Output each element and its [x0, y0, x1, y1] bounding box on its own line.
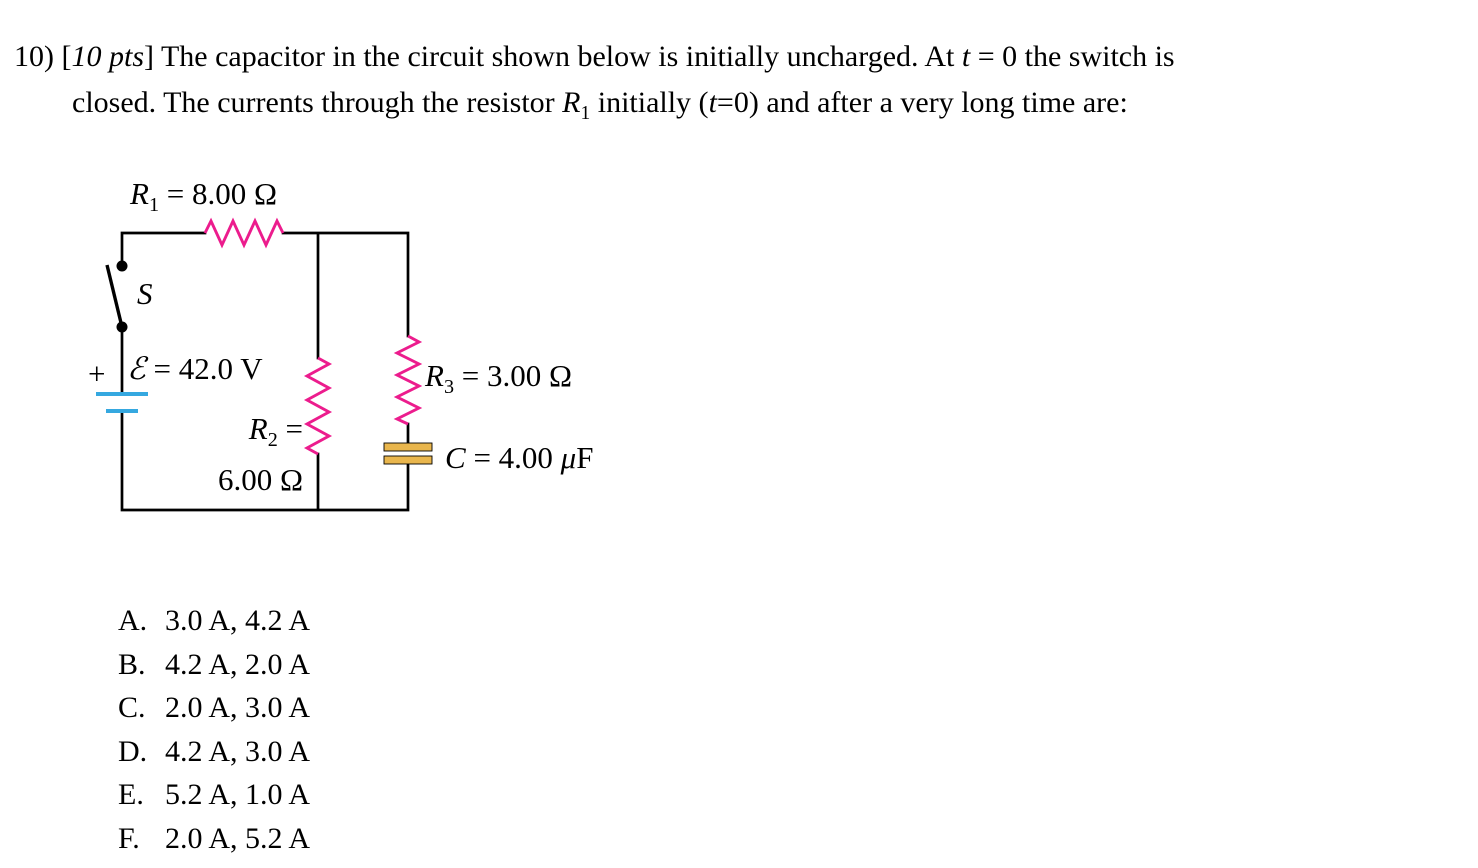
- answer-option-e: E. 5.2 A, 1.0 A: [118, 773, 310, 817]
- label-r3: R3 = 3.00 Ω: [425, 358, 572, 399]
- circuit-wires: [120, 231, 410, 512]
- label-emf: ℰ = 42.0 V: [127, 351, 263, 387]
- question-segment: initially (: [590, 86, 709, 119]
- variable-r3: R: [425, 358, 444, 393]
- answer-value: 4.2 A, 2.0 A: [165, 647, 311, 681]
- variable-t: t: [961, 40, 971, 73]
- answer-option-f: F. 2.0 A, 5.2 A: [118, 817, 310, 861]
- variable-r1: R: [562, 86, 581, 119]
- switch-terminal-top-dot: [116, 260, 128, 272]
- label-r3-value: = 3.00 Ω: [454, 358, 573, 393]
- answer-letter: F.: [118, 821, 140, 855]
- question-segment: =0) and after a very long time are:: [716, 86, 1128, 119]
- resistor-r2-zigzag: [303, 356, 333, 456]
- variable-r2-subscript: 2: [267, 429, 278, 452]
- label-switch: S: [137, 276, 153, 311]
- label-r1-value: = 8.00 Ω: [159, 176, 278, 211]
- resistor-r1-zigzag: [203, 217, 285, 249]
- variable-r1: R: [130, 176, 149, 211]
- label-r2-eq: =: [277, 411, 303, 446]
- label-emf-value: = 42.0 V: [145, 351, 263, 386]
- answer-option-d: D. 4.2 A, 3.0 A: [118, 730, 310, 774]
- variable-r1-subscript: 1: [148, 194, 160, 217]
- label-capacitor: C = 4.00 μF: [445, 440, 593, 476]
- variable-emf: ℰ: [127, 351, 146, 386]
- capacitor-top-plate: [383, 442, 433, 452]
- label-r1: R1 = 8.00 Ω: [130, 176, 277, 217]
- question-pts-italic: 10 pts: [71, 40, 144, 73]
- answer-option-b: B. 4.2 A, 2.0 A: [118, 643, 310, 687]
- answer-option-c: C. 2.0 A, 3.0 A: [118, 686, 310, 730]
- question-segment: 10) [: [14, 40, 72, 73]
- answer-letter: B.: [118, 647, 146, 681]
- switch-blade: [105, 264, 124, 328]
- variable-r2: R: [248, 411, 268, 446]
- label-capacitor-unit: F: [576, 440, 594, 475]
- question-line-1: 10) [10 pts] The capacitor in the circui…: [14, 40, 1175, 74]
- answer-choices: A. 3.0 A, 4.2 A B. 4.2 A, 2.0 A C. 2.0 A, 3…: [118, 599, 310, 860]
- answer-letter: A.: [118, 604, 148, 637]
- answer-option-a: A. 3.0 A, 4.2 A: [118, 599, 310, 643]
- answer-value: 4.2 A, 3.0 A: [165, 734, 311, 768]
- answer-value: 2.0 A, 3.0 A: [165, 691, 311, 724]
- question-segment: ] The capacitor in the circuit shown bel…: [144, 40, 962, 73]
- label-capacitor-mu: μ: [560, 440, 577, 475]
- question-segment: = 0 the switch is: [970, 40, 1175, 73]
- question-line-2: closed. The currents through the resisto…: [72, 86, 1128, 125]
- variable-t: t: [708, 86, 717, 119]
- variable-r3-subscript: 3: [443, 376, 455, 399]
- label-r2-value: 6.00 Ω: [217, 462, 303, 498]
- answer-letter: D.: [118, 734, 148, 768]
- variable-r1-subscript: 1: [580, 103, 591, 124]
- label-r2: R2 = 6.00 Ω: [183, 409, 303, 499]
- capacitor-bottom-plate: [383, 455, 433, 465]
- answer-value: 3.0 A, 4.2 A: [165, 604, 311, 637]
- label-capacitor-eq: = 4.00: [465, 440, 561, 475]
- answer-value: 5.2 A, 1.0 A: [165, 778, 311, 811]
- resistor-r3-zigzag: [393, 334, 423, 426]
- answer-value: 2.0 A, 5.2 A: [165, 821, 311, 855]
- answer-letter: C.: [118, 691, 146, 724]
- label-r2-line1: R2 =: [183, 409, 303, 460]
- answer-letter: E.: [118, 778, 144, 811]
- variable-c: C: [445, 440, 466, 475]
- question-segment: closed. The currents through the resisto…: [72, 86, 563, 119]
- label-battery-plus: +: [88, 356, 106, 391]
